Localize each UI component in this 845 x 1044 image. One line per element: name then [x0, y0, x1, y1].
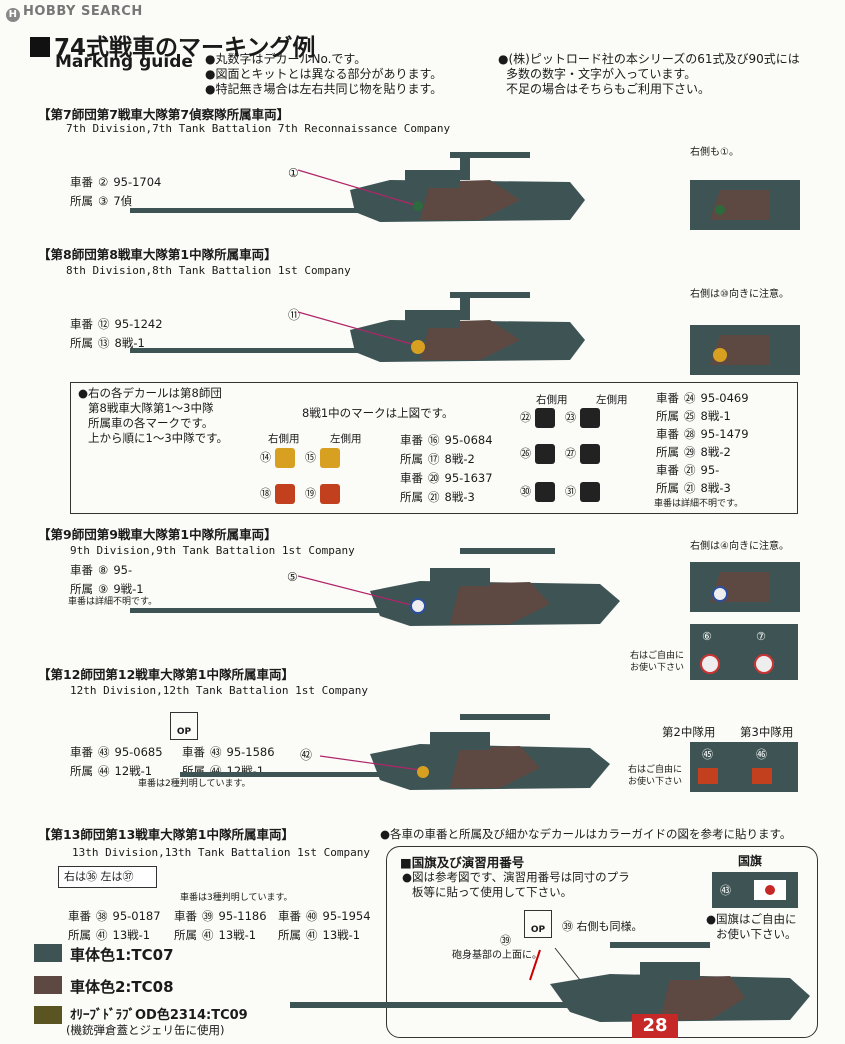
section-7th-english: 7th Division,7th Tank Battalion 7th Reco… — [66, 122, 451, 135]
callout-number: ㊷ — [300, 748, 313, 762]
color-label-tc07: 車体色1:TC07 — [70, 946, 174, 964]
tank-rear-view — [690, 170, 800, 230]
tank-side-view — [130, 290, 590, 370]
decal-panel: ⑥ ⑦ — [690, 624, 798, 680]
flag-section-note: ●図は参考図です、演習用番号は同寸のプラ 板等に貼って使用して下さい。 — [402, 870, 630, 899]
flag-section-box — [386, 846, 818, 1038]
section-9th-title: 【第9師団第9戦車大隊第1中隊所属車両】 — [38, 527, 277, 542]
tank-rear-view — [690, 315, 800, 375]
exercise-number: 28 — [632, 1014, 678, 1038]
op-sign: OP — [170, 712, 198, 740]
page-subtitle: Marking guide — [55, 52, 193, 72]
insert-8th-box — [70, 382, 798, 514]
tank-side-view — [130, 150, 590, 230]
insignia-icon — [698, 768, 718, 784]
title-square-icon — [30, 37, 50, 57]
callout-number: ⑤ — [287, 570, 298, 584]
tank-side-view — [180, 712, 620, 800]
color-swatch-tc09 — [34, 1006, 62, 1024]
insignia-icon — [754, 654, 774, 674]
tank-side-view — [290, 940, 820, 1032]
insert-8th-footnote: 車番は詳細不明です。 — [654, 499, 744, 509]
color-label-tc09: ｵﾘｰﾌﾞﾄﾞﾗﾌﾞOD色2314:TC09 — [70, 1008, 248, 1023]
barrel-note: 砲身基部の上面に。 — [452, 950, 542, 961]
insignia-icon — [700, 654, 720, 674]
section-12th-footnote: 車番は2種判明しています。 — [138, 779, 251, 789]
right-side-label: 右側用 — [536, 394, 568, 406]
page-title: 74式戦車のマーキング例 — [30, 28, 315, 62]
section-13th-english: 13th Division,13th Tank Battalion 1st Co… — [72, 846, 371, 859]
insignia-icon — [752, 768, 772, 784]
flag-callout: ㊴ 右側も同様。 — [562, 920, 643, 933]
right-side-label: 右側用 — [268, 433, 300, 445]
callout-number: ① — [288, 166, 299, 180]
left-side-label: 左側用 — [596, 394, 628, 406]
free-use-note: 右はご自由に お使い下さい — [630, 651, 685, 673]
section-9th-footnote: 車番は詳細不明です。 — [68, 597, 158, 607]
tank-rear-view — [690, 556, 800, 612]
company3-label: 第3中隊用 — [740, 725, 794, 739]
decal-row: ⑱ ⑲ — [260, 484, 340, 504]
section-13th-title: 【第13師団第13戦車大隊第1中隊所属車両】 — [38, 827, 294, 842]
general-note: ●各車の車番と所属及び細かなデカールはカラーガイドの図を参考に貼ります。 — [380, 827, 792, 841]
insert-8th-note: ●右の各デカールは第8師団 第8戦車大隊第1～3中隊 所属車の各マークです。 上… — [78, 386, 228, 445]
free-use-note: 右はご自由に お使い下さい — [628, 765, 683, 787]
decal-row: ㉚ ㉛ — [520, 482, 600, 502]
section-13th-footnote: 車番は3種判明しています。 — [180, 893, 293, 903]
right-left-box: 右は㊱ 左は㊲ — [58, 866, 157, 888]
section-12th-english: 12th Division,12th Tank Battalion 1st Co… — [70, 684, 369, 697]
decal-row: ⑭ ⑮ — [260, 448, 340, 468]
left-side-label: 左側用 — [330, 433, 362, 445]
company2-label: 第2中隊用 — [662, 725, 716, 739]
flag-note: ●国旗はご自由に お使い下さい。 — [706, 912, 797, 941]
decal-row: ㉒ ㉓ — [520, 408, 600, 428]
barrel-callout: ㊴ — [500, 934, 511, 947]
section-7th-title: 【第7師団第7戦車大隊第7偵察隊所属車両】 — [38, 107, 290, 122]
mark-note: 8戦1中のマークは上図です。 — [302, 406, 454, 420]
section-9th-english: 9th Division,9th Tank Battalion 1st Comp… — [70, 544, 355, 557]
callout-number: ⑪ — [288, 308, 301, 322]
flag-section-title: ■国旗及び演習用番号 — [400, 855, 525, 870]
decal-panel: ㊺ ㊻ — [690, 742, 798, 792]
color-swatch-tc07 — [34, 944, 62, 962]
section-8th-english: 8th Division,8th Tank Battalion 1st Comp… — [66, 264, 351, 277]
flag-decal-panel: ㊸ — [712, 872, 798, 908]
color-note-tc09: (機銃弾倉蓋とジェリ缶に使用) — [66, 1023, 225, 1037]
logo-mark-icon: H — [6, 8, 20, 22]
op-sign: OP — [524, 910, 552, 938]
tank-side-view — [130, 546, 630, 636]
side-note: 右側も①。 — [690, 147, 739, 158]
color-label-tc08: 車体色2:TC08 — [70, 978, 174, 996]
section-8th-title: 【第8師団第8戦車大隊第1中隊所属車両】 — [38, 247, 277, 262]
section-12th-title: 【第12師団第12戦車大隊第1中隊所属車両】 — [38, 667, 294, 682]
notes-left: ●丸数字はデカールNo.です。 ●図面とキットとは異なる部分があります。 ●特記… — [205, 52, 443, 96]
decal-row: ㉖ ㉗ — [520, 444, 600, 464]
notes-right: ●(株)ピットロード社の本シリーズの61式及び90式には 多数の数字・文字が入っ… — [498, 52, 800, 96]
color-swatch-tc08 — [34, 976, 62, 994]
side-note: 右側は⑩向きに注意。 — [690, 289, 789, 300]
side-note: 右側は④向きに注意。 — [690, 541, 789, 552]
japan-flag-icon — [754, 880, 786, 900]
flag-title: 国旗 — [738, 854, 763, 868]
